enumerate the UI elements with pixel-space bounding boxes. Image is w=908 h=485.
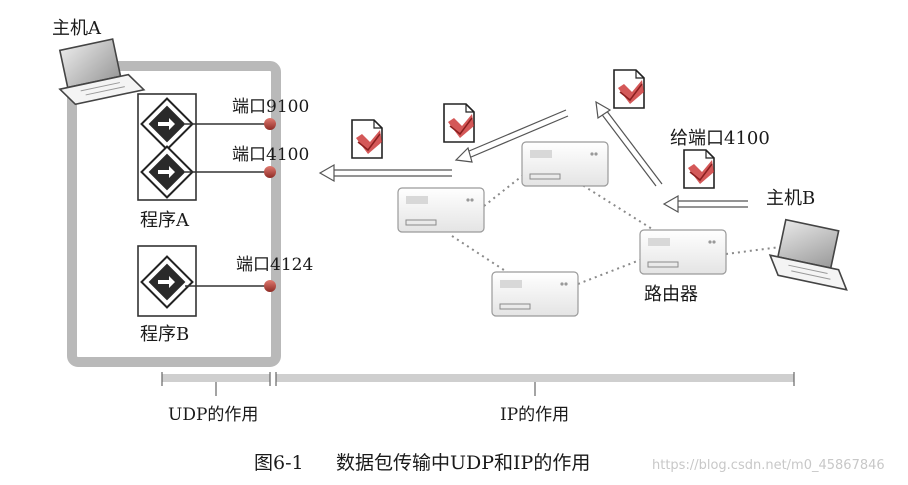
- router-links: [451, 175, 789, 285]
- port-9100-label: 端口9100: [232, 97, 310, 117]
- ip-scope-bracket: [275, 372, 795, 396]
- port-4100-ball: [264, 166, 276, 178]
- udp-scope-bracket: [161, 372, 271, 396]
- watermark: https://blog.csdn.net/m0_45867846: [652, 458, 885, 473]
- router-2: [521, 141, 609, 187]
- packet-icon-3: [613, 69, 645, 109]
- figure-title: 数据包传输中UDP和IP的作用: [336, 452, 591, 474]
- host-a-label: 主机A: [52, 18, 101, 39]
- destination-port-label: 给端口4100: [670, 128, 770, 149]
- port-9100-ball: [264, 118, 276, 130]
- port-4124-ball: [264, 280, 276, 292]
- port-4100-label: 端口4100: [232, 145, 310, 165]
- packet-icon-4: [683, 149, 715, 189]
- router-4: [639, 229, 727, 275]
- host-a-frame: [67, 61, 281, 367]
- packet-path-arrows: [318, 100, 748, 214]
- ip-scope-label: IP的作用: [500, 405, 570, 425]
- port-4124-label: 端口4124: [236, 255, 314, 275]
- host-b-laptop-icon: [765, 217, 860, 291]
- packet-icon-2: [443, 103, 475, 143]
- udp-scope-label: UDP的作用: [168, 405, 259, 425]
- program-a-label: 程序A: [140, 210, 189, 231]
- router-1: [397, 187, 485, 233]
- figure-number: 图6-1: [254, 452, 304, 474]
- router-label: 路由器: [644, 284, 698, 305]
- program-b-label: 程序B: [140, 324, 190, 345]
- host-b-label: 主机B: [766, 188, 816, 209]
- router-3: [491, 271, 579, 317]
- packet-icon-1: [351, 119, 383, 159]
